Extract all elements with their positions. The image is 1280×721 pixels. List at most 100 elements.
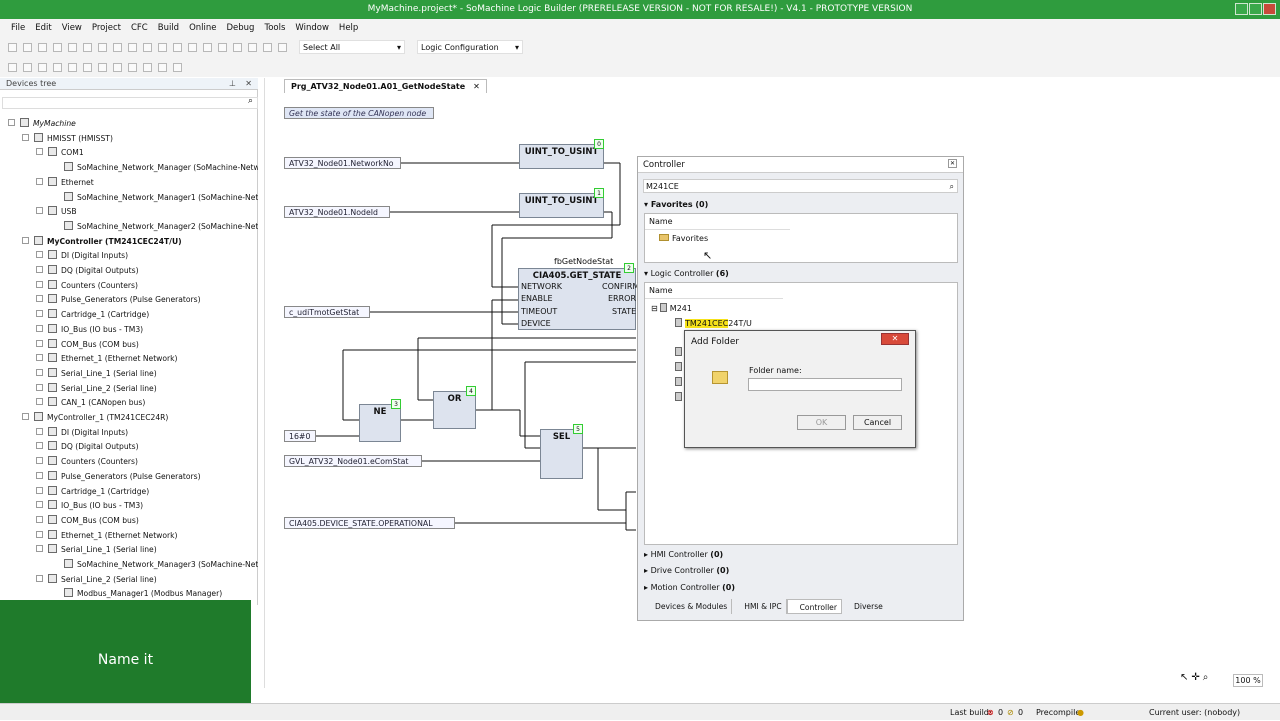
tree-node[interactable]: Serial_Line_2 (Serial line) [36,382,258,396]
pin-state[interactable]: STATE [612,307,637,316]
save-icon[interactable] [38,42,47,52]
drive-controller-section[interactable]: ▸ Drive Controller (0) [644,564,958,578]
tree-node[interactable]: SoMachine_Network_Manager3 (SoMachine-Ne… [52,558,258,572]
tree-node[interactable]: Cartridge_1 (Cartridge) [36,485,258,499]
cfc-return-icon[interactable] [83,62,92,72]
step-icon[interactable] [248,42,257,52]
stop-icon[interactable] [233,42,242,52]
expand-icon[interactable] [36,442,43,450]
login-icon[interactable] [203,42,212,52]
catalog-row[interactable] [675,392,682,401]
start-icon[interactable] [218,42,227,52]
cfc-output-icon[interactable] [23,62,32,72]
tree-node[interactable]: SoMachine_Network_Manager1 (SoMachine-Ne… [52,191,258,205]
tree-node[interactable]: USB [36,205,258,219]
catalog-search-input[interactable]: M241CE⌕ [643,179,958,193]
tm241cec24tu-row[interactable]: TM241CEC24T/U [675,318,752,330]
expand-icon[interactable] [36,368,43,376]
tree-node[interactable]: IO_Bus (IO bus - TM3) [36,499,258,513]
cfc-jump-icon[interactable] [53,62,62,72]
expand-icon[interactable] [36,427,43,435]
cfc-comment-icon[interactable] [128,62,137,72]
logic-configuration-combo[interactable]: Logic Configuration▾ [417,40,523,54]
paste-icon[interactable] [128,42,137,52]
tree-node[interactable]: DQ (Digital Outputs) [36,264,258,278]
cfc-input-icon[interactable] [8,62,17,72]
panel-close-icon[interactable]: ✕ [948,159,957,168]
pin-network[interactable]: NETWORK [521,282,562,291]
tree-node[interactable]: COM_Bus (COM bus) [36,338,258,352]
tree-node[interactable]: DI (Digital Inputs) [36,426,258,440]
cfc-selector-icon[interactable] [113,62,122,72]
tree-node[interactable]: Pulse_Generators (Pulse Generators) [36,293,258,307]
catalog-row[interactable] [675,377,682,386]
sel-block[interactable]: SEL [540,429,583,479]
tree-node[interactable]: Serial_Line_1 (Serial line) [36,543,258,557]
expand-icon[interactable] [8,119,15,126]
cfc-negate-icon[interactable] [158,62,167,72]
copy-icon[interactable] [113,42,122,52]
menu-project[interactable]: Project [91,23,121,33]
tree-node[interactable]: Counters (Counters) [36,279,258,293]
folder-name-input[interactable] [748,378,902,391]
expand-icon[interactable] [36,471,43,479]
zoom-icon[interactable]: ⌕ [1202,672,1209,683]
input-device-state-operational[interactable]: CIA405.DEVICE_STATE.OPERATIONAL [284,517,455,529]
pin-device[interactable]: DEVICE [521,319,551,328]
tree-node[interactable]: SoMachine_Network_Manager (SoMachine-Net… [52,161,258,175]
search-icon[interactable]: ⌕ [949,182,954,191]
expand-icon[interactable] [36,339,43,347]
select-all-combo[interactable]: Select All▾ [299,40,405,54]
tree-node[interactable]: DQ (Digital Outputs) [36,440,258,454]
pin-error[interactable]: ERROR [608,294,637,303]
cancel-button[interactable]: Cancel [853,415,902,430]
expand-icon[interactable] [36,324,43,332]
motion-controller-section[interactable]: ▸ Motion Controller (0) [644,581,958,595]
tree-search-input[interactable] [2,97,258,109]
pin-confirm[interactable]: CONFIRM [602,282,640,291]
expand-icon[interactable] [36,398,43,406]
tree-node[interactable]: SoMachine_Network_Manager2 (SoMachine-Ne… [52,220,258,234]
expand-icon[interactable] [36,295,43,303]
close-tab-icon[interactable]: ✕ [473,82,480,91]
expand-icon[interactable] [36,207,43,215]
expand-icon[interactable] [36,354,43,362]
expand-icon[interactable] [22,236,29,244]
menu-build[interactable]: Build [157,23,180,33]
tab-devices-modules[interactable]: Devices & Modules [643,599,733,614]
tree-node[interactable]: Ethernet_1 (Ethernet Network) [36,529,258,543]
or-block[interactable]: OR [433,391,476,429]
menu-cfc[interactable]: CFC [130,23,148,33]
menu-debug[interactable]: Debug [226,23,255,33]
expand-icon[interactable] [36,266,43,273]
undo-icon[interactable] [68,42,77,52]
expand-icon[interactable] [36,486,43,494]
tree-node[interactable]: IO_Bus (IO bus - TM3) [36,323,258,337]
expand-icon[interactable] [36,148,43,156]
menu-edit[interactable]: Edit [35,23,52,33]
expand-icon[interactable] [36,383,43,391]
ne-block[interactable]: NE [359,404,401,442]
cut-icon[interactable] [98,42,107,52]
expand-icon[interactable] [36,515,43,523]
print-icon[interactable] [53,42,62,52]
pin-timeout[interactable]: TIMEOUT [521,307,558,316]
tree-node[interactable]: Cartridge_1 (Cartridge) [36,308,258,322]
tree-node[interactable]: MyController (TM241CEC24T/U) [22,235,258,249]
expand-icon[interactable] [36,574,43,582]
redo-icon[interactable] [83,42,92,52]
comment-box[interactable]: Get the state of the CANopen node [284,107,434,119]
expand-icon[interactable] [36,251,43,259]
catalog-row[interactable] [675,347,682,356]
tree-node[interactable]: HMISST (HMISST) [22,132,258,146]
expand-icon[interactable] [22,133,29,141]
input-ecomstat[interactable]: GVL_ATV32_Node01.eComStat [284,455,422,467]
tree-node[interactable]: MyMachine [8,117,258,131]
get-state-block[interactable]: CIA405.GET_STATE [518,268,636,330]
tree-node[interactable]: Ethernet_1 (Ethernet Network) [36,352,258,366]
tree-node[interactable]: CAN_1 (CANopen bus) [36,396,258,410]
expand-icon[interactable] [36,280,43,288]
expand-icon[interactable] [36,310,43,318]
pointer-icon[interactable]: ↖ [1180,672,1189,683]
expand-icon[interactable] [36,501,43,509]
